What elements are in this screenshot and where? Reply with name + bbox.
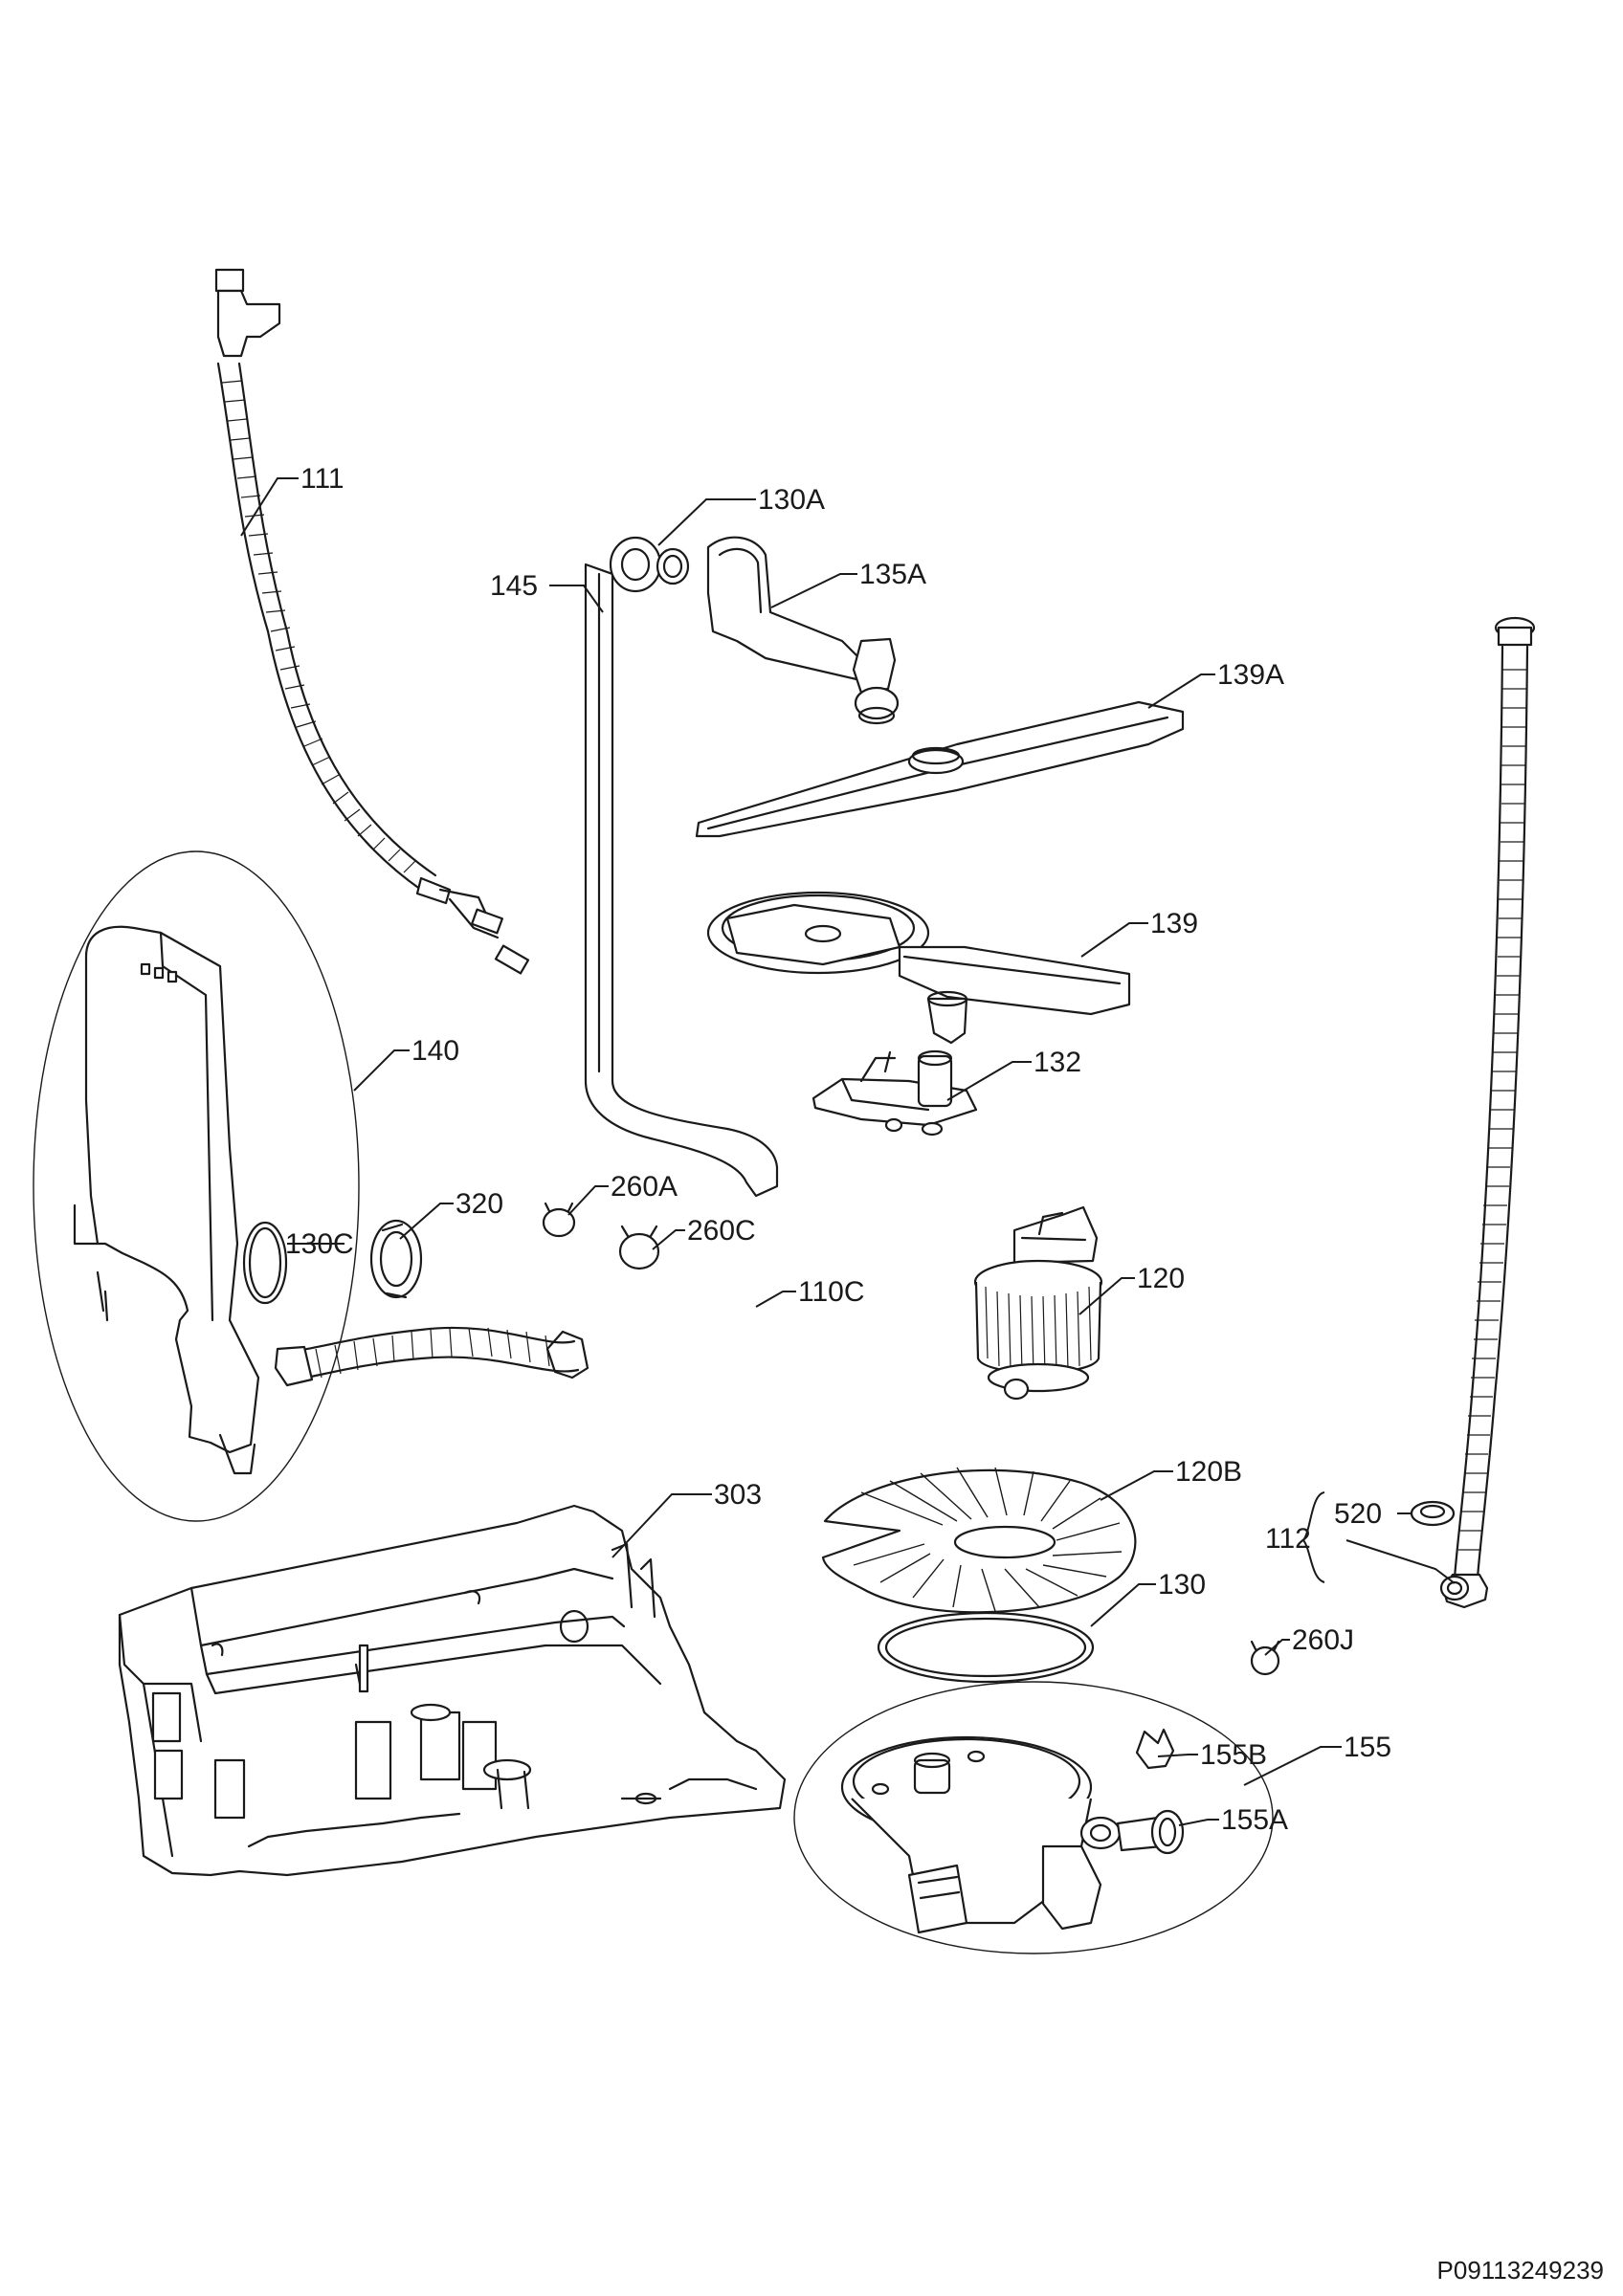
gasket-130 [877, 1611, 1095, 1684]
callout-112: 112 [1265, 1523, 1311, 1555]
callout-260J: 260J [1292, 1624, 1354, 1656]
callout-130C: 130C [285, 1228, 354, 1260]
callout-155B: 155B [1200, 1739, 1267, 1771]
callout-110C: 110C [798, 1276, 865, 1308]
callout-111: 111 [300, 463, 345, 495]
clip-520 [1410, 1500, 1456, 1527]
clamp-260A [542, 1202, 576, 1238]
callout-labels: 111 130A 135A 145 139A 139 140 132 320 2… [285, 463, 1391, 1836]
upper-spray-arm-139A [695, 700, 1185, 838]
leader-lines [240, 477, 1456, 1826]
clamp-260C [618, 1225, 660, 1270]
callout-130A: 130A [758, 484, 825, 516]
callout-120: 120 [1137, 1263, 1185, 1294]
group-140 [33, 850, 360, 1522]
callout-145: 145 [490, 570, 538, 602]
diverter-132 [812, 1049, 978, 1137]
callout-520: 520 [1334, 1498, 1382, 1530]
callout-303: 303 [714, 1479, 762, 1511]
callout-260A: 260A [611, 1171, 678, 1203]
callout-320: 320 [456, 1188, 503, 1220]
callout-139: 139 [1150, 908, 1198, 939]
seal-320 [369, 1219, 423, 1299]
drain-hose-112 [1439, 616, 1536, 1609]
callout-260C: 260C [687, 1215, 756, 1247]
spray-pipe-145 [584, 536, 779, 1198]
hose-110C [274, 1326, 589, 1387]
strainer-plate-120B [821, 1467, 1137, 1614]
callout-120B: 120B [1175, 1456, 1242, 1488]
sump-155 [793, 1681, 1274, 1954]
callout-135A: 135A [859, 559, 926, 590]
filter-120 [973, 1205, 1103, 1401]
callout-132: 132 [1034, 1047, 1081, 1078]
callout-155: 155 [1344, 1732, 1391, 1763]
inlet-hose-111 [214, 268, 530, 975]
spray-arm-bracket-135A [706, 536, 900, 725]
callout-139A: 139A [1217, 659, 1284, 691]
document-id: P09113249239 [1437, 2256, 1604, 2285]
callout-130: 130 [1158, 1569, 1206, 1601]
callout-140: 140 [411, 1035, 459, 1067]
base-frame-303 [118, 1504, 787, 1877]
lower-spray-arm-139 [706, 891, 1131, 1045]
callout-155A: 155A [1221, 1804, 1288, 1836]
